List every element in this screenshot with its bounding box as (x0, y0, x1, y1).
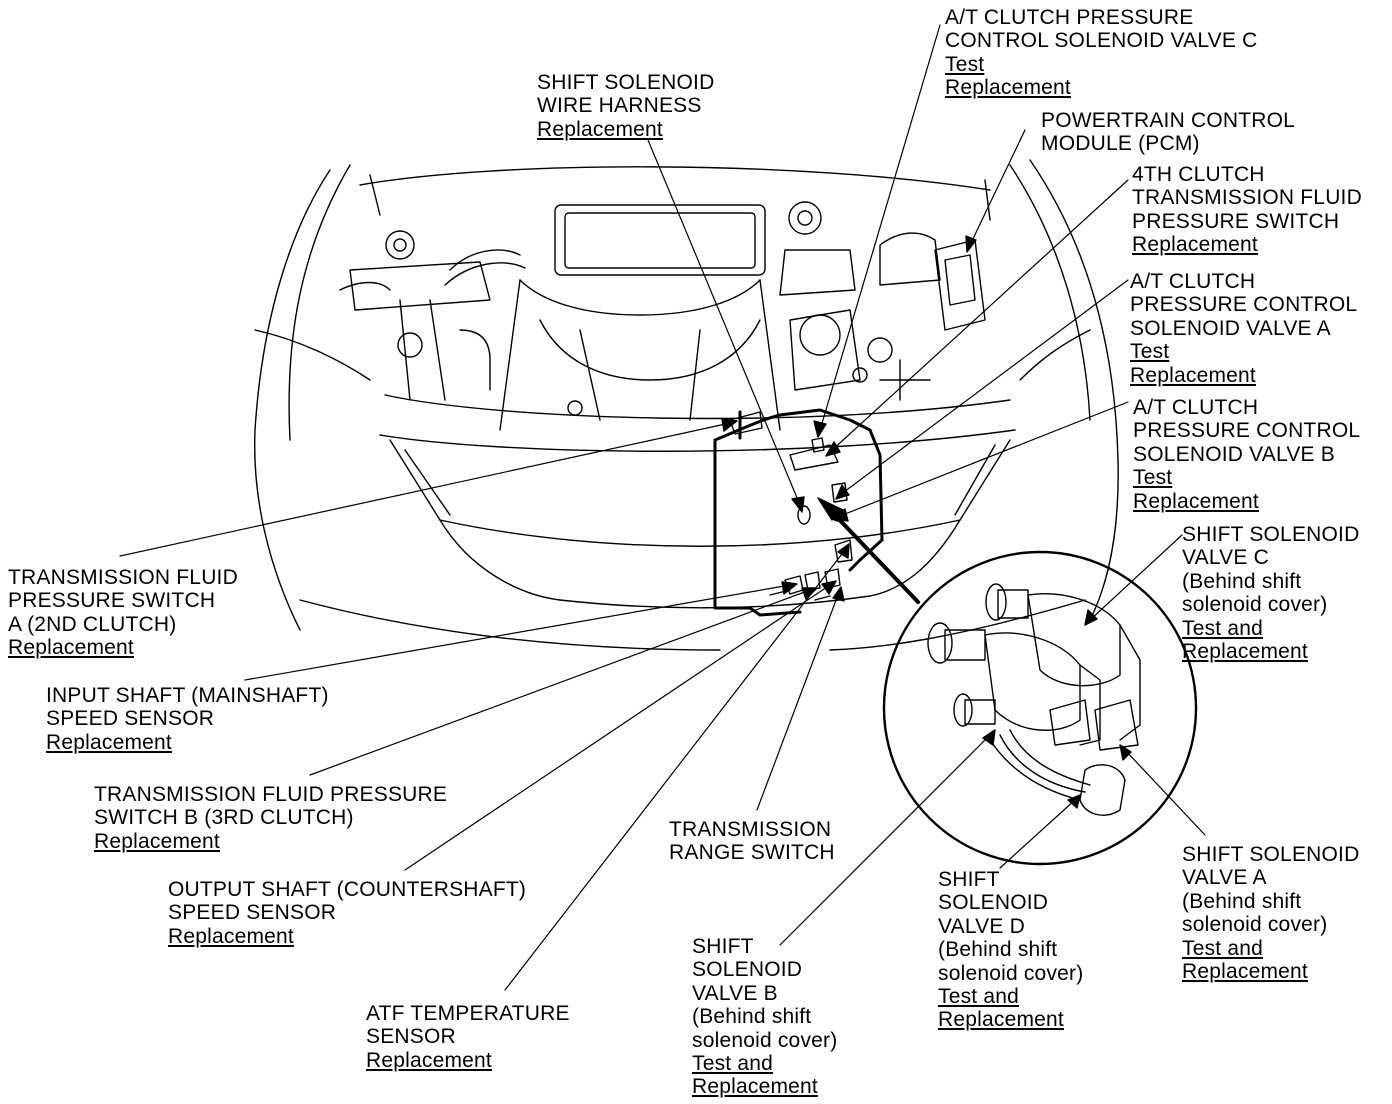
label-clutch-pressure-valve-b: A/T CLUTCH PRESSURE CONTROL SOLENOID VAL… (1133, 396, 1360, 513)
replacement-link[interactable]: Replacement (938, 1008, 1064, 1032)
transmission-outline (713, 408, 884, 617)
label-line: VALVE D (938, 914, 1025, 938)
test-and-link[interactable]: Test and (692, 1052, 773, 1076)
label-line: WIRE HARNESS (537, 94, 702, 118)
label-line: A (2ND CLUTCH) (8, 612, 177, 636)
label-line: CONTROL SOLENOID VALVE C (945, 29, 1258, 53)
solenoid-detail-inset (882, 550, 1198, 866)
arrowheads (721, 235, 1132, 809)
label-line: SOLENOID (938, 891, 1049, 915)
vehicle-body-outline (253, 159, 1119, 631)
test-and-link[interactable]: Test and (938, 985, 1019, 1009)
label-line: OUTPUT SHAFT (COUNTERSHAFT) (168, 878, 527, 901)
label-line: A/T CLUTCH (1133, 396, 1259, 419)
label-pressure-switch-a: TRANSMISSION FLUID PRESSURE SWITCH A (2N… (8, 566, 238, 660)
front-bumper (299, 394, 1086, 651)
test-and-link[interactable]: Test and (1182, 616, 1263, 640)
label-line: SPEED SENSOR (46, 707, 215, 731)
label-line: solenoid cover) (938, 961, 1084, 985)
label-line: PRESSURE SWITCH (1132, 209, 1340, 233)
label-line: VALVE B (692, 981, 778, 1005)
label-line: RANGE SWITCH (669, 841, 835, 865)
replacement-link[interactable]: Replacement (1133, 489, 1259, 513)
label-line: A/T CLUTCH PRESSURE (945, 6, 1194, 29)
label-line: (Behind shift (692, 1005, 812, 1029)
label-shift-solenoid-valve-c: SHIFT SOLENOID VALVE C (Behind shift sol… (1182, 523, 1359, 663)
label-atf-temperature-sensor: ATF TEMPERATURE SENSOR Replacement (366, 1002, 570, 1072)
label-pcm: POWERTRAIN CONTROL MODULE (PCM) (1041, 109, 1295, 156)
label-range-switch: TRANSMISSION RANGE SWITCH (669, 818, 835, 865)
replacement-link[interactable]: Replacement (1130, 363, 1256, 387)
label-line: PRESSURE CONTROL (1133, 419, 1361, 443)
label-line: INPUT SHAFT (MAINSHAFT) (46, 684, 329, 707)
label-line: SOLENOID VALVE A (1130, 316, 1331, 340)
label-line: SOLENOID (692, 958, 803, 982)
label-line: solenoid cover) (1182, 593, 1328, 617)
label-line: PRESSURE CONTROL (1130, 293, 1358, 317)
replacement-link[interactable]: Replacement (945, 76, 1071, 100)
label-line: TRANSMISSION FLUID (8, 566, 238, 589)
label-line: SWITCH B (3RD CLUTCH) (94, 806, 354, 830)
replacement-link[interactable]: Replacement (8, 636, 134, 660)
replacement-link[interactable]: Replacement (1132, 233, 1258, 257)
test-and-link[interactable]: Test and (1182, 936, 1263, 960)
label-line: TRANSMISSION FLUID (1132, 186, 1362, 210)
replacement-link[interactable]: Replacement (366, 1048, 492, 1072)
replacement-link[interactable]: Replacement (692, 1075, 818, 1099)
label-line: PRESSURE SWITCH (8, 589, 216, 613)
label-line: SOLENOID VALVE B (1133, 442, 1335, 466)
replacement-link[interactable]: Replacement (537, 117, 663, 141)
label-input-shaft-sensor: INPUT SHAFT (MAINSHAFT) SPEED SENSOR Rep… (46, 684, 329, 754)
label-line: SENSOR (366, 1025, 456, 1049)
leader-lines (119, 24, 1206, 991)
replacement-link[interactable]: Replacement (1182, 640, 1308, 664)
replacement-link[interactable]: Replacement (1182, 960, 1308, 984)
label-line: 4TH CLUTCH (1132, 163, 1265, 186)
label-line: solenoid cover) (692, 1028, 838, 1052)
label-shift-solenoid-wire-harness: SHIFT SOLENOID WIRE HARNESS Replacement (537, 71, 714, 141)
label-4th-clutch-pressure-switch: 4TH CLUTCH TRANSMISSION FLUID PRESSURE S… (1132, 163, 1362, 257)
label-line: VALVE C (1182, 546, 1269, 570)
label-line: (Behind shift (1182, 569, 1302, 593)
label-line: TRANSMISSION FLUID PRESSURE (94, 783, 448, 806)
label-line: SHIFT (938, 868, 1000, 891)
engine-components (339, 201, 986, 431)
label-line: TRANSMISSION (669, 818, 832, 841)
label-shift-solenoid-valve-d: SHIFT SOLENOID VALVE D (Behind shift sol… (938, 868, 1083, 1032)
label-line: (Behind shift (938, 938, 1058, 962)
label-line: MODULE (PCM) (1041, 132, 1200, 156)
label-output-shaft-sensor: OUTPUT SHAFT (COUNTERSHAFT) SPEED SENSOR… (168, 878, 526, 948)
label-line: VALVE A (1182, 866, 1267, 890)
replacement-link[interactable]: Replacement (46, 730, 172, 754)
label-line: SHIFT SOLENOID (537, 71, 715, 94)
replacement-link[interactable]: Replacement (94, 829, 220, 853)
label-line: solenoid cover) (1182, 913, 1328, 937)
test-link[interactable]: Test (1133, 466, 1173, 490)
label-pressure-switch-b: TRANSMISSION FLUID PRESSURE SWITCH B (3R… (94, 783, 447, 853)
label-clutch-pressure-valve-c: A/T CLUTCH PRESSURE CONTROL SOLENOID VAL… (945, 6, 1257, 100)
replacement-link[interactable]: Replacement (168, 924, 294, 948)
label-line: SHIFT SOLENOID (1182, 523, 1360, 546)
label-line: SHIFT (692, 935, 754, 958)
label-line: (Behind shift (1182, 889, 1302, 913)
label-line: ATF TEMPERATURE (366, 1002, 570, 1025)
label-clutch-pressure-valve-a: A/T CLUTCH PRESSURE CONTROL SOLENOID VAL… (1130, 270, 1357, 387)
label-line: SHIFT SOLENOID (1182, 843, 1360, 866)
label-line: SPEED SENSOR (168, 901, 337, 925)
test-link[interactable]: Test (945, 52, 985, 76)
label-line: POWERTRAIN CONTROL (1041, 109, 1296, 132)
label-line: A/T CLUTCH (1130, 270, 1256, 293)
label-shift-solenoid-valve-a: SHIFT SOLENOID VALVE A (Behind shift sol… (1182, 843, 1359, 983)
test-link[interactable]: Test (1130, 340, 1170, 364)
label-shift-solenoid-valve-b: SHIFT SOLENOID VALVE B (Behind shift sol… (692, 935, 837, 1099)
